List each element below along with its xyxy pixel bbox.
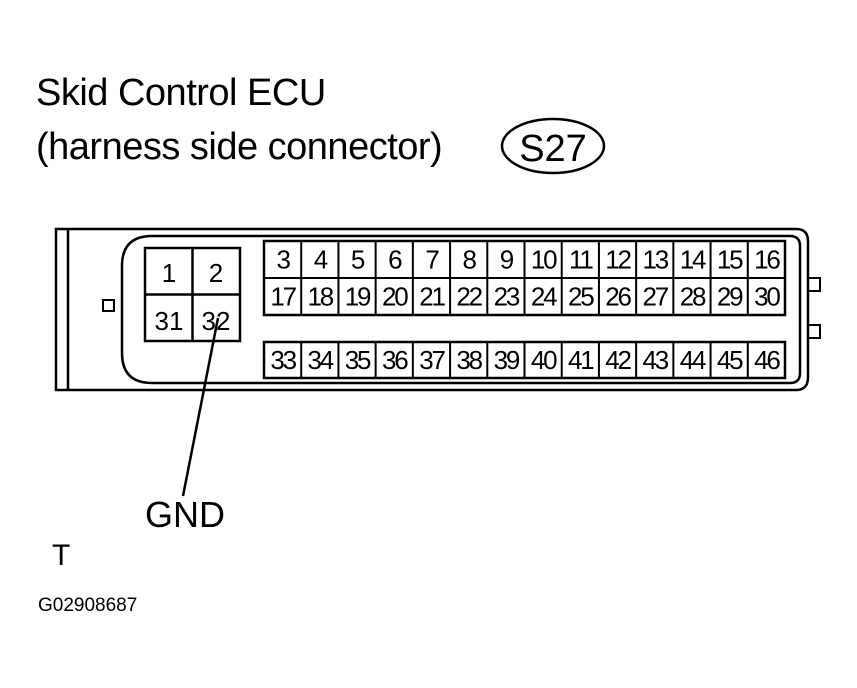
pin-44: 44 (680, 345, 706, 375)
pin-21: 21 (419, 282, 445, 312)
pin-19: 19 (345, 282, 371, 312)
left-pin-block (143, 246, 242, 343)
gnd-label: GND (145, 494, 225, 535)
pin-9: 9 (500, 245, 514, 275)
pin-33: 33 (270, 345, 296, 375)
pin-30: 30 (754, 282, 780, 312)
pin-4: 4 (314, 245, 328, 275)
pin-7: 7 (425, 245, 439, 275)
pin-25: 25 (568, 282, 594, 312)
pin-1: 1 (162, 258, 176, 288)
diagram-title: Skid Control ECU (36, 72, 326, 114)
pin-37: 37 (419, 345, 445, 375)
pin-34: 34 (308, 345, 334, 375)
pin-18: 18 (308, 282, 334, 312)
connector-code-badge: S27 (500, 117, 606, 175)
pin-23: 23 (494, 282, 520, 312)
pin-2: 2 (209, 258, 223, 288)
connector-housing (54, 227, 821, 392)
pin-31: 31 (155, 306, 184, 336)
pin-45: 45 (717, 345, 743, 375)
pin-24: 24 (531, 282, 557, 312)
pin-3: 3 (276, 245, 290, 275)
pin-43: 43 (642, 345, 668, 375)
pin-16: 16 (754, 245, 780, 275)
pin-29: 29 (717, 282, 743, 312)
pin-22: 22 (456, 282, 482, 312)
pin-17: 17 (270, 282, 296, 312)
pin-27: 27 (642, 282, 668, 312)
pin-42: 42 (605, 345, 631, 375)
pin-40: 40 (531, 345, 557, 375)
connector-code-label: S27 (519, 128, 587, 170)
pin-15: 15 (717, 245, 743, 275)
pin-28: 28 (680, 282, 706, 312)
pin-26: 26 (605, 282, 631, 312)
corner-mark: T (52, 539, 71, 572)
pin-20: 20 (382, 282, 408, 312)
pin-46: 46 (754, 345, 780, 375)
pin-35: 35 (345, 345, 371, 375)
pin-5: 5 (351, 245, 365, 275)
pin-6: 6 (388, 245, 402, 275)
pin-11: 11 (569, 245, 593, 275)
pin-12: 12 (605, 245, 631, 275)
pin-38: 38 (456, 345, 482, 375)
pin-13: 13 (642, 245, 668, 275)
pin-8: 8 (463, 245, 477, 275)
diagram-subtitle: (harness side connector) (36, 126, 443, 168)
pin-36: 36 (382, 345, 408, 375)
pin-41: 41 (568, 345, 594, 375)
pin-14: 14 (680, 245, 706, 275)
pin-10: 10 (531, 245, 557, 275)
pin-39: 39 (494, 345, 520, 375)
figure-id: G02908687 (38, 595, 138, 616)
gnd-leader-line (181, 317, 220, 497)
